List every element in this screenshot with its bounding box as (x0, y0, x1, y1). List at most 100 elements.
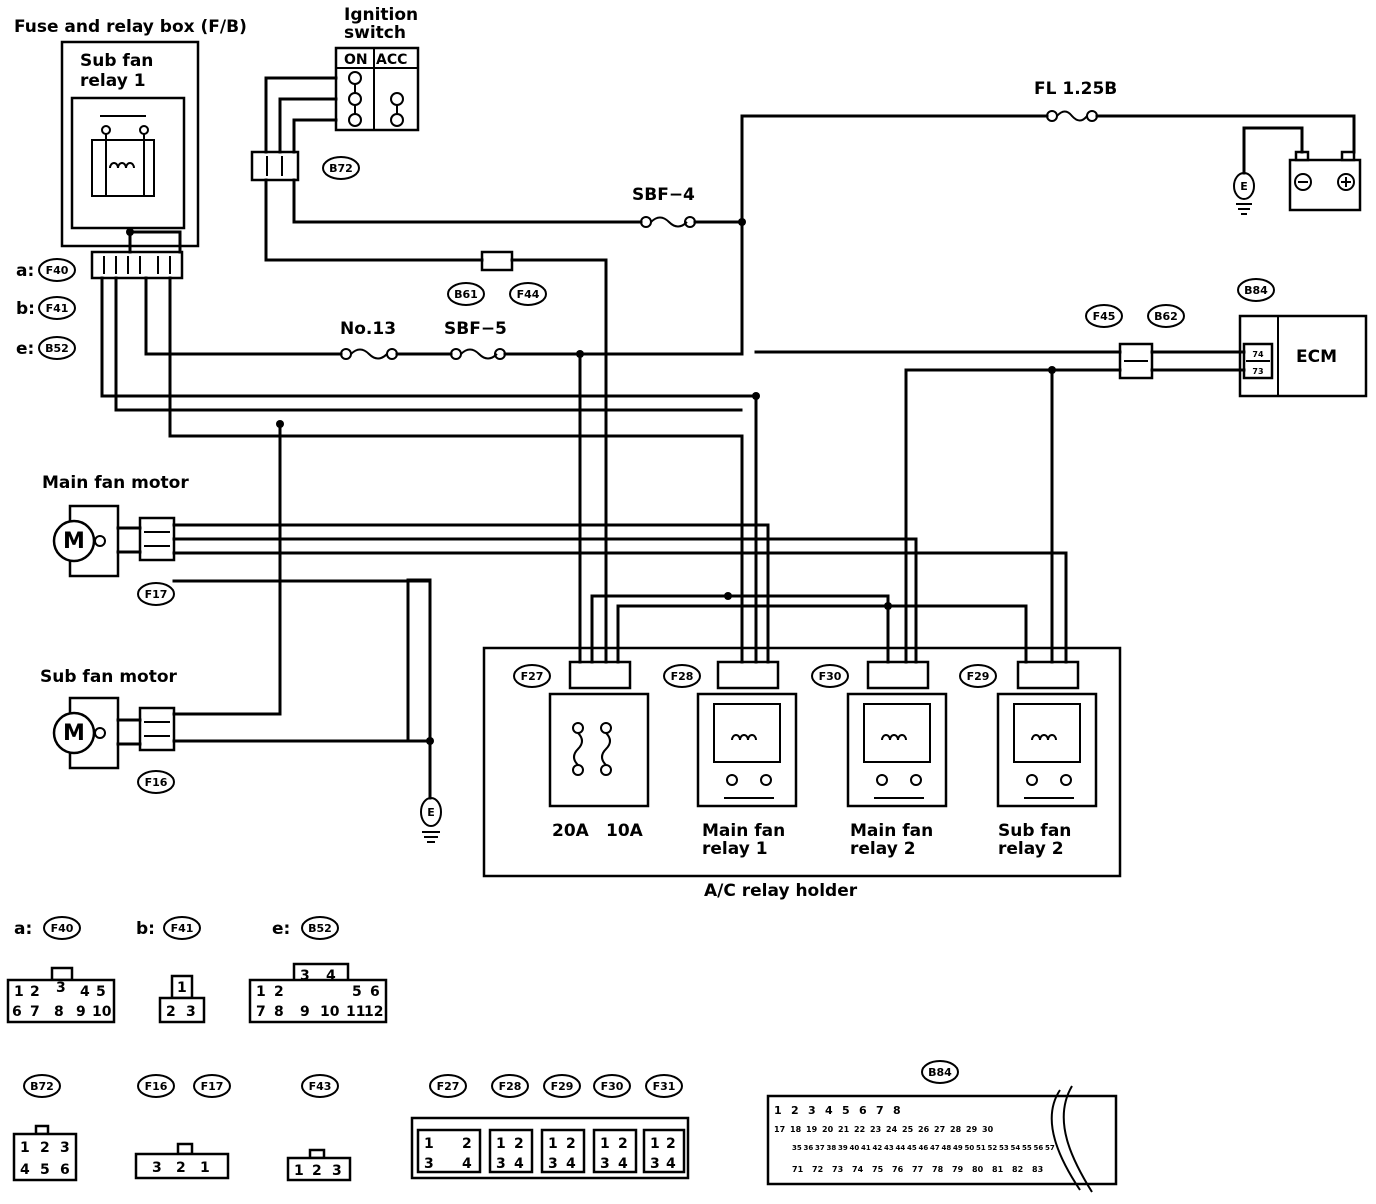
wiring-harness (100, 76, 1356, 800)
svg-text:6: 6 (12, 1004, 22, 1020)
ignition-switch (334, 46, 420, 132)
legend-tag-B72 (23, 1074, 61, 1098)
fuse-10a-label: 10A (606, 821, 644, 841)
svg-text:2: 2 (40, 1140, 50, 1156)
svg-text:7: 7 (30, 1004, 40, 1020)
legend-f40-connector: 1 2 3 4 5 6 7 8 9 10 (6, 966, 116, 1024)
b84-pin-29: 29 (966, 1125, 978, 1134)
tag-F41-left-text: F41 (46, 302, 69, 315)
legend-tag-F16 (137, 1074, 175, 1098)
b84-pin-73: 73 (832, 1165, 843, 1174)
ignition-switch-label-2: switch (344, 23, 406, 43)
main-fan-relay-1-label-2: relay 1 (702, 839, 768, 859)
b84-pin-52: 52 (988, 1144, 998, 1152)
tag-F27-text: F27 (521, 670, 544, 683)
tag-B52-left (38, 336, 76, 360)
b84-pin-83: 83 (1032, 1165, 1043, 1174)
svg-text:4: 4 (514, 1156, 524, 1172)
legend-b72-connector: 1 2 3 4 5 6 (12, 1124, 78, 1182)
svg-text:3: 3 (60, 1140, 70, 1156)
b84-pin-38: 38 (827, 1144, 837, 1152)
b84-pin-35: 35 (792, 1144, 802, 1152)
svg-text:1: 1 (424, 1136, 434, 1152)
tag-F40-left (38, 258, 76, 282)
svg-text:M: M (63, 529, 85, 554)
svg-text:3: 3 (300, 968, 310, 984)
legend-tag-B72-text: B72 (30, 1080, 54, 1093)
tag-F45 (1085, 304, 1123, 328)
legend-relay-connectors: 1 2 3 4 1 2 3 4 1 2 3 4 1 2 3 4 1 2 3 4 (410, 1116, 690, 1180)
svg-text:1: 1 (20, 1140, 30, 1156)
legend-tag-F28 (491, 1074, 529, 1098)
legend-tag-F28-text: F28 (499, 1080, 522, 1093)
b84-pin-46: 46 (919, 1144, 929, 1152)
motor-ground-e: E (427, 806, 435, 819)
legend-prefix-b: b: (136, 919, 155, 939)
tag-F29 (959, 664, 997, 688)
sub-fan-relay-2-label-2: relay 2 (998, 839, 1064, 859)
svg-text:3: 3 (600, 1156, 610, 1172)
b84-pin-20: 20 (822, 1125, 834, 1134)
b84-pin-8: 8 (893, 1104, 901, 1117)
b84-pin-18: 18 (790, 1125, 802, 1134)
main-fan-motor-label: Main fan motor (42, 473, 189, 493)
f27-fuse-block (548, 692, 650, 808)
legend-prefix-a: a: (14, 919, 32, 939)
b84-pin-42: 42 (873, 1144, 883, 1152)
svg-text:5: 5 (40, 1162, 50, 1178)
legend-b52-connector: 1 2 3 4 5 6 7 8 9 10 11 12 (248, 962, 388, 1024)
b84-pin-21: 21 (838, 1125, 850, 1134)
b84-pin-19: 19 (806, 1125, 818, 1134)
main-fan-relay-2 (846, 692, 948, 808)
legend-tag-F16-text: F16 (145, 1080, 168, 1093)
tag-F27 (513, 664, 551, 688)
b84-pin-54: 54 (1011, 1144, 1021, 1152)
prefix-a: a: (16, 261, 34, 281)
b84-pin-43: 43 (884, 1144, 894, 1152)
sub-fan-motor: M (52, 696, 120, 770)
b84-pin-27: 27 (934, 1125, 945, 1134)
svg-text:2: 2 (666, 1136, 676, 1152)
svg-text:2: 2 (566, 1136, 576, 1152)
b61-f44-connector (480, 250, 514, 272)
svg-text:6: 6 (370, 984, 380, 1000)
b84-pin-7: 7 (876, 1104, 884, 1117)
b84-pin-25: 25 (902, 1125, 914, 1134)
sub-fan-relay-2-label: Sub fan (998, 821, 1071, 841)
tag-B61 (447, 282, 485, 306)
b84-pin-37: 37 (815, 1144, 825, 1152)
b84-pin-55: 55 (1022, 1144, 1032, 1152)
svg-text:12: 12 (364, 1004, 383, 1020)
tag-F17 (137, 582, 175, 606)
main-fan-relay-1-label: Main fan (702, 821, 785, 841)
main-fan-relay-1 (696, 692, 798, 808)
legend-tag-F41-text: F41 (171, 922, 194, 935)
b84-pin-81: 81 (992, 1165, 1004, 1174)
tag-B52-left-text: B52 (45, 342, 69, 355)
ignition-acc-label: ACC (376, 52, 407, 68)
tag-B84-text: B84 (1244, 284, 1268, 297)
legend-tag-F41 (163, 916, 201, 940)
b84-pin-5: 5 (842, 1104, 850, 1117)
legend-tag-B52-text: B52 (308, 922, 332, 935)
sub-fan-relay-2 (996, 692, 1098, 808)
legend-tag-F30 (593, 1074, 631, 1098)
b84-pin-75: 75 (872, 1165, 884, 1174)
tag-B72-text: B72 (329, 162, 353, 175)
svg-text:10: 10 (320, 1004, 340, 1020)
b84-pin-1: 1 (774, 1104, 782, 1117)
b84-pin-2: 2 (791, 1104, 799, 1117)
svg-text:1: 1 (200, 1160, 210, 1176)
b84-pin-44: 44 (896, 1144, 906, 1152)
svg-text:8: 8 (274, 1004, 284, 1020)
junction-dots (126, 218, 1056, 745)
tag-F16-text: F16 (145, 776, 168, 789)
svg-text:4: 4 (566, 1156, 576, 1172)
b84-pin-50: 50 (965, 1144, 975, 1152)
legend-tag-F40-text: F40 (51, 922, 74, 935)
b84-pin-79: 79 (952, 1165, 964, 1174)
svg-text:1: 1 (177, 980, 187, 996)
sbf4-fuse (640, 216, 696, 228)
legend-tag-F17-text: F17 (201, 1080, 224, 1093)
